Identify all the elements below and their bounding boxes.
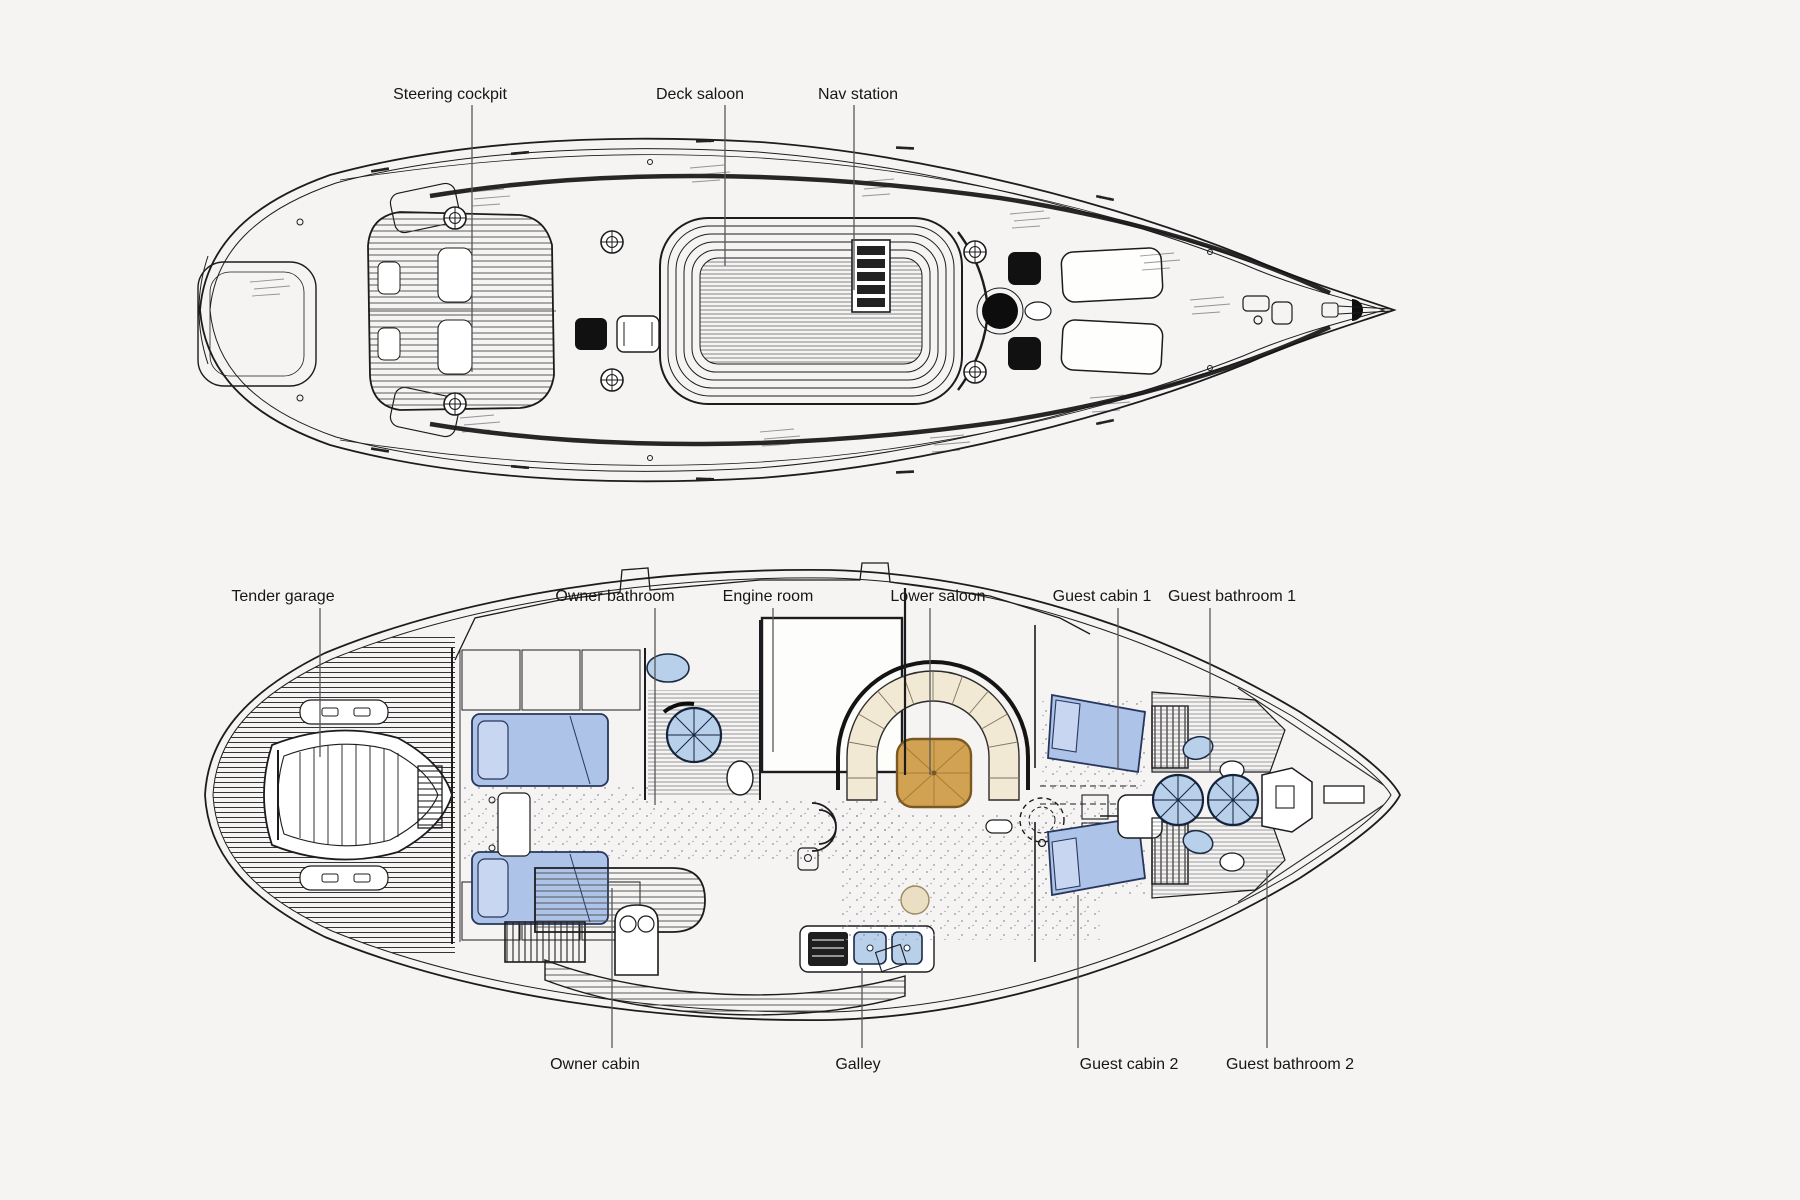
bow-pod [1261, 767, 1313, 833]
deck-hatch-dark [575, 318, 607, 350]
saloon-table [895, 737, 973, 809]
labels: Steering cockpit Deck saloon Nav station… [231, 86, 1354, 1073]
cleat-icon [1094, 193, 1116, 203]
sheer-band-top [429, 173, 1331, 296]
label-owner-cabin: Owner cabin [550, 1056, 640, 1073]
label-guest-cabin-2: Guest cabin 2 [1080, 1056, 1179, 1073]
foredeck-hatches [1060, 247, 1164, 375]
galley-counter [534, 867, 706, 933]
pillow [1051, 837, 1081, 891]
label-tender-garage: Tender garage [231, 588, 334, 605]
cockpit-seat [437, 247, 473, 303]
label-deck-saloon: Deck saloon [656, 86, 744, 103]
hull-inner-line [209, 148, 1386, 472]
deck-saloon [659, 217, 990, 405]
winch-icon [443, 392, 467, 416]
pillow [1051, 699, 1081, 753]
sheer-band-bottom [429, 324, 1331, 447]
label-lower-saloon: Lower saloon [890, 588, 985, 605]
pillow [477, 720, 509, 780]
winch-icon [963, 360, 987, 384]
sink [1182, 829, 1214, 855]
deck-hatch [616, 315, 660, 353]
label-steering-cockpit: Steering cockpit [393, 86, 507, 103]
owner-bathroom [644, 620, 761, 800]
pillow [477, 858, 509, 918]
stool [900, 885, 930, 915]
bow-roller [1352, 299, 1363, 321]
stove [808, 932, 848, 966]
garage-ladder [417, 765, 443, 829]
galley-lower-counter [544, 958, 906, 1016]
windlass [1242, 295, 1293, 325]
deck-hatch-dark [1008, 337, 1041, 370]
toilet [726, 760, 754, 796]
winch-icon [963, 240, 987, 264]
label-guest-cabin-1: Guest cabin 1 [1053, 588, 1152, 605]
sink [1182, 735, 1214, 761]
steering-cockpit [367, 206, 624, 416]
cleat-icon [369, 165, 391, 175]
cockpit-seat [437, 319, 473, 375]
winch-icon [600, 368, 624, 392]
deck-fitting [1024, 301, 1052, 321]
swim-platform [197, 261, 317, 387]
coachroof-projection [454, 562, 1091, 661]
cleat-icon [894, 144, 916, 152]
label-engine-room: Engine room [723, 588, 814, 605]
hull-outline [199, 137, 1397, 483]
interior-plan-view [204, 562, 1402, 1022]
winch-icon [443, 206, 467, 230]
toilet [1219, 852, 1245, 872]
nav-station [851, 239, 891, 313]
label-guest-bathroom-1: Guest bathroom 1 [1168, 588, 1296, 605]
galley-oven-unit [614, 904, 659, 976]
mast [982, 293, 1018, 329]
label-galley: Galley [835, 1056, 880, 1073]
label-nav-station: Nav station [818, 86, 898, 103]
cleat-icon [509, 149, 531, 157]
deck-hatch-dark [1008, 252, 1041, 285]
hull-inner-line [212, 577, 1392, 1013]
leader-lines [319, 105, 1268, 1048]
cleat-icon [369, 445, 391, 455]
sink [646, 653, 690, 683]
winch-icon [600, 230, 624, 254]
cleat-icon [894, 468, 916, 476]
guest-bathroom-2 [1151, 817, 1286, 899]
guest-bathroom-1 [1151, 691, 1286, 780]
label-guest-bathroom-2: Guest bathroom 2 [1226, 1056, 1354, 1073]
hull-outline [204, 568, 1402, 1022]
cleat-icon [509, 463, 531, 471]
label-owner-bathroom: Owner bathroom [555, 588, 674, 605]
deck-plan-view [197, 137, 1397, 483]
tender-dinghy [263, 699, 453, 891]
shower [1151, 773, 1205, 827]
shower [1206, 773, 1260, 827]
saloon-sofa [846, 670, 1020, 801]
cleat-icon [1094, 417, 1116, 427]
